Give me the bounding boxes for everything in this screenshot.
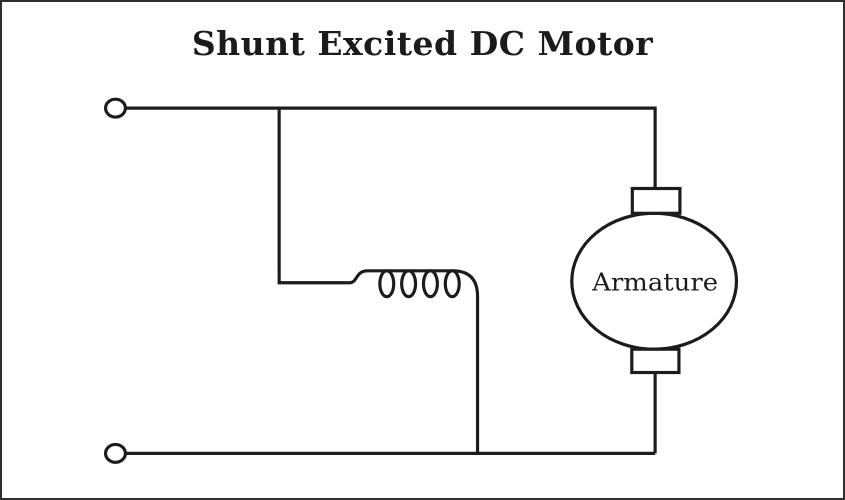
coil-loop	[400, 269, 418, 299]
shunt-field-branch-wire	[277, 108, 480, 454]
terminal-bottom-left-icon	[103, 442, 127, 464]
diagram-title: Shunt Excited DC Motor	[191, 24, 654, 63]
brush-bottom-icon	[630, 347, 681, 375]
armature-label: Armature	[591, 269, 718, 297]
circuit-wiring-group	[103, 97, 739, 464]
terminal-top-left-icon	[103, 97, 127, 119]
top-supply-wire	[125, 106, 657, 191]
coil-loop	[378, 269, 396, 299]
field-coil-icon	[378, 269, 461, 299]
brush-top-icon	[630, 186, 682, 215]
coil-loop	[421, 269, 439, 299]
coil-loop	[443, 269, 461, 299]
